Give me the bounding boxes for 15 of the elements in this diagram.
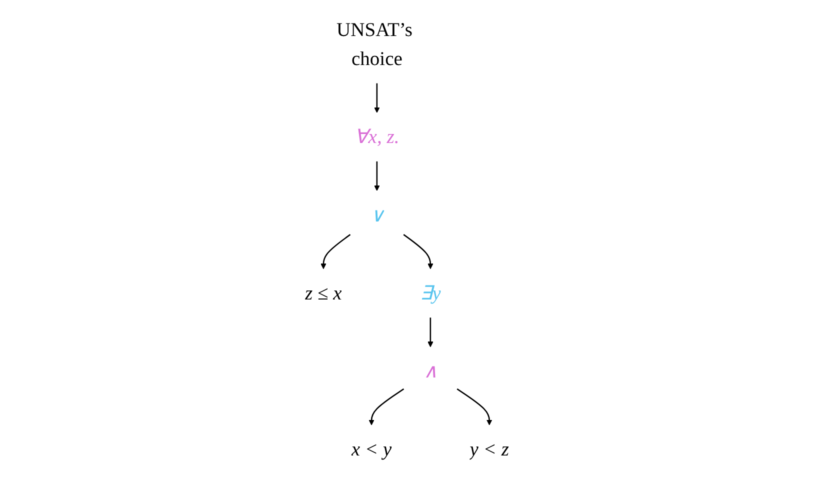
- node-text: z ≤ x: [305, 282, 342, 304]
- node-text: UNSAT’s choice: [336, 18, 412, 70]
- arrow: [368, 388, 404, 426]
- arrow: [320, 234, 351, 270]
- node-text: x < y: [351, 438, 392, 460]
- arrow: [428, 318, 434, 348]
- node-text: ∃y: [420, 282, 441, 304]
- node-text: ∨: [370, 204, 384, 226]
- node-text: ∀x, z.: [354, 126, 400, 148]
- arrow: [374, 83, 380, 113]
- arrow: [403, 234, 434, 270]
- node-text: y < z: [470, 438, 509, 460]
- node-text: ∧: [423, 360, 438, 382]
- arrow: [374, 161, 380, 191]
- arrow: [456, 388, 492, 426]
